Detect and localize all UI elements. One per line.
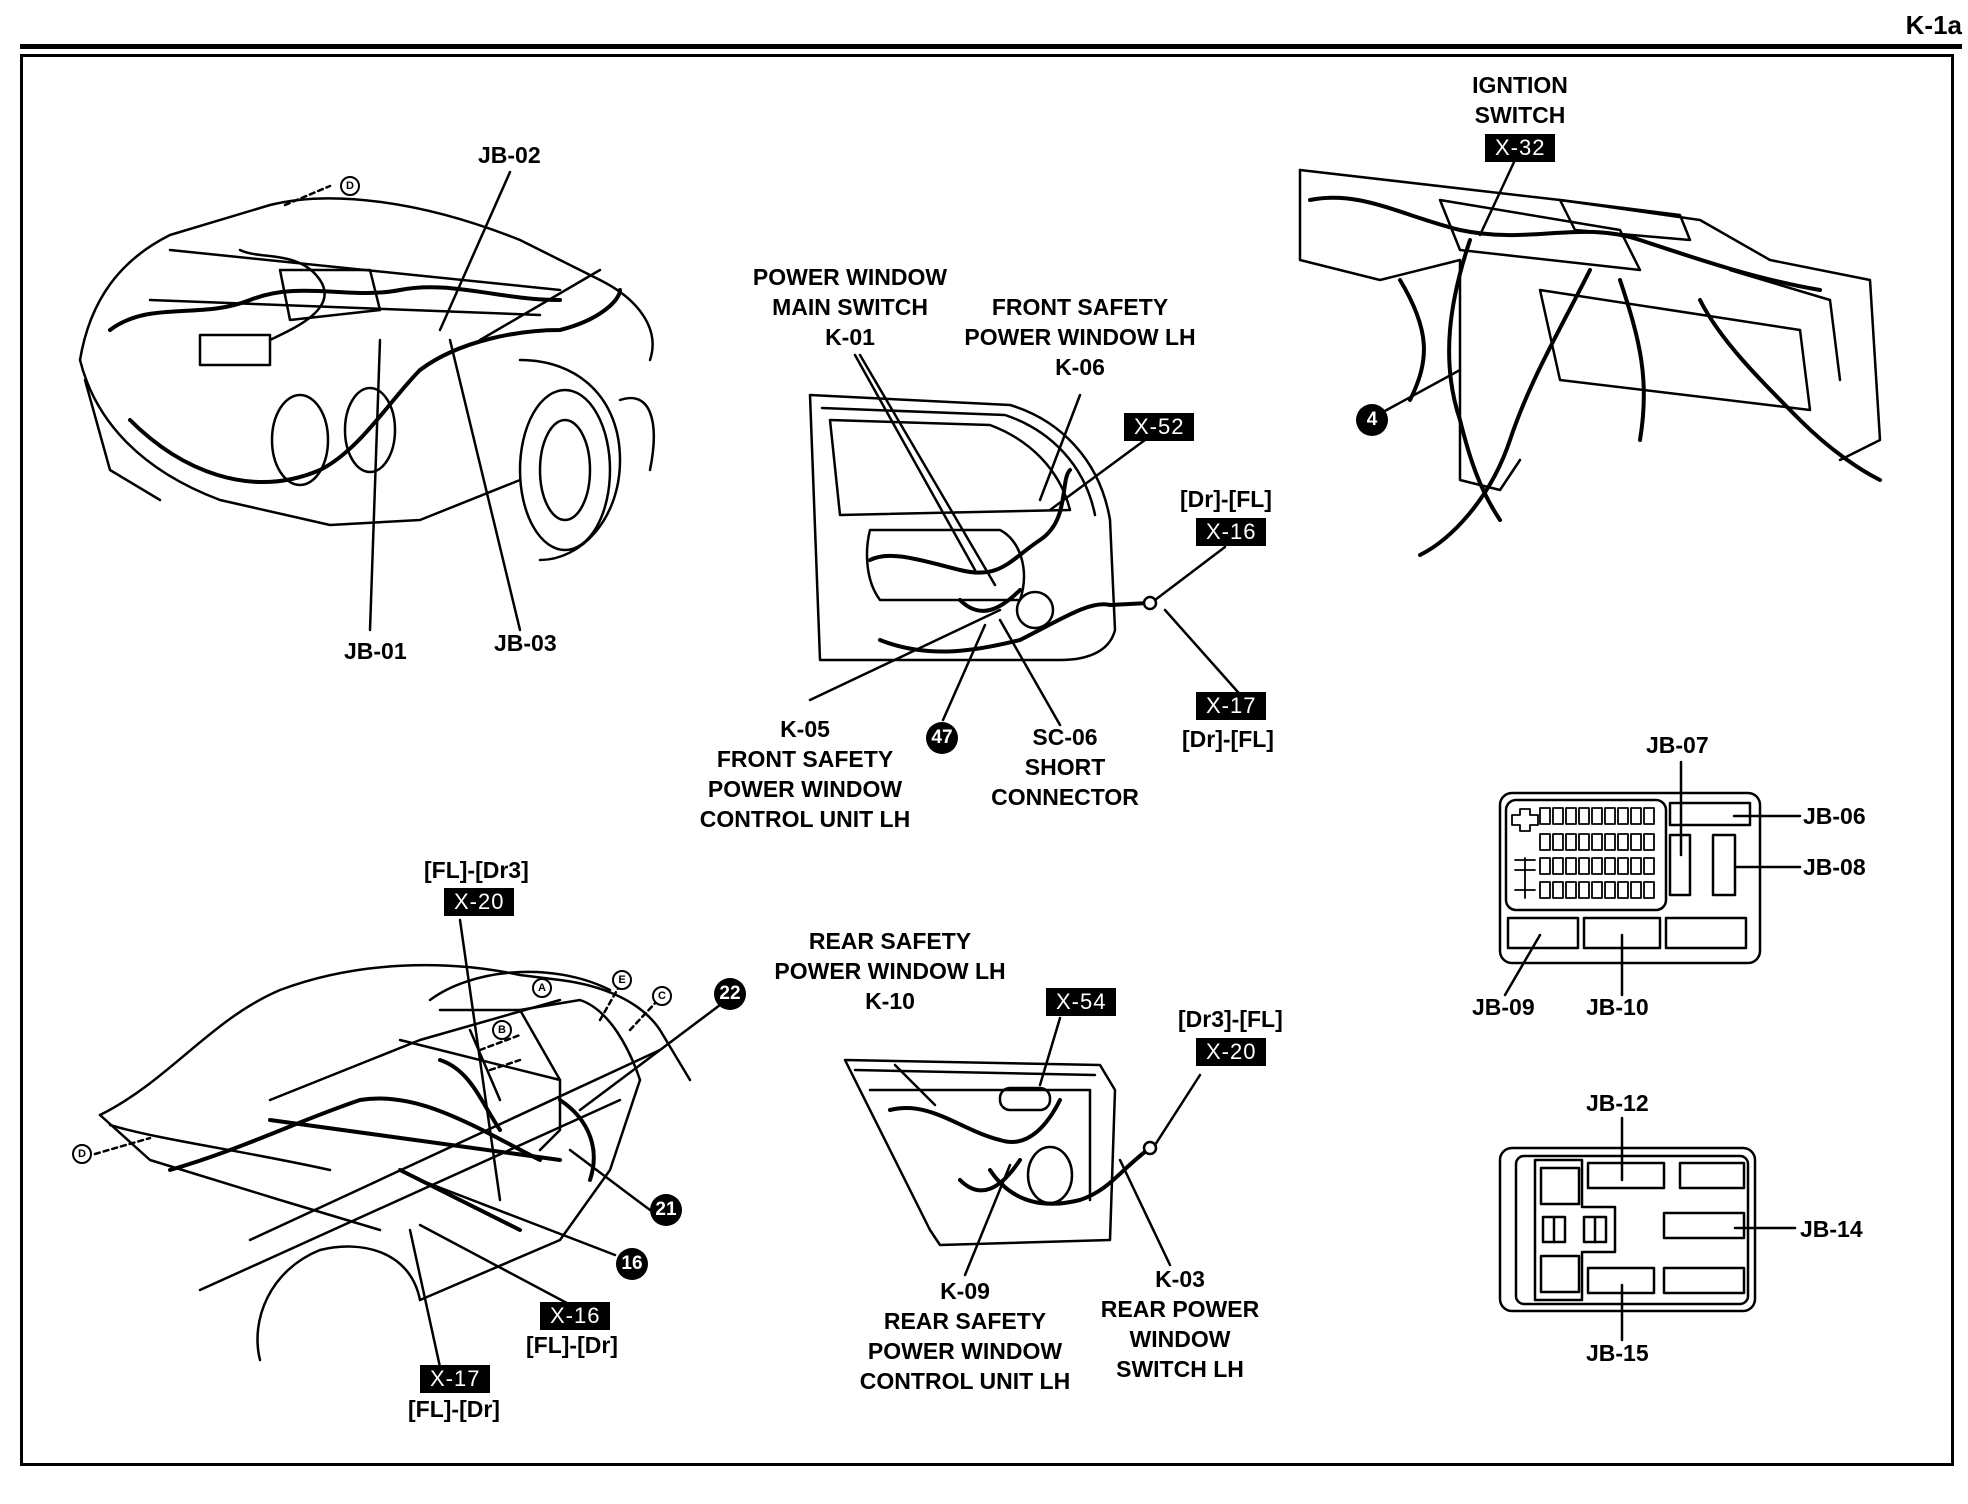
label-x16-pair-front: [Dr]-[FL] — [1180, 486, 1272, 512]
label-short-connector: SC-06 SHORT CONNECTOR — [980, 722, 1150, 812]
badge-22: 22 — [714, 978, 746, 1010]
label-jb-01: JB-01 — [344, 638, 407, 664]
rear-switch-line1: REAR POWER — [1100, 1296, 1260, 1322]
rear-switch-code: K-03 — [1155, 1266, 1205, 1292]
fuse-grid — [1511, 807, 1655, 899]
label-jb-06: JB-06 — [1803, 803, 1866, 829]
main-switch-code: K-01 — [825, 324, 875, 350]
ignition-line1: IGNTION — [1472, 72, 1568, 98]
label-jb-14: JB-14 — [1800, 1216, 1863, 1242]
top-rule — [20, 44, 1962, 49]
dashboard-drawing — [1298, 158, 1882, 557]
rear-safety-code: K-10 — [865, 988, 915, 1014]
front-control-unit-line2: POWER WINDOW — [707, 776, 903, 802]
diagram-frame — [20, 54, 1954, 1466]
connector-x-52: X-52 — [1124, 413, 1195, 441]
ref-d-engine: D — [340, 176, 360, 196]
label-x17-pair-body: [FL]-[Dr] — [408, 1396, 500, 1422]
front-safety-line1: FRONT SAFETY — [991, 294, 1169, 320]
front-control-unit-line3: CONTROL UNIT LH — [699, 806, 911, 832]
ignition-line2: SWITCH — [1474, 102, 1566, 128]
badge-21: 21 — [650, 1194, 682, 1226]
badge-16: 16 — [616, 1248, 648, 1280]
label-jb-08: JB-08 — [1803, 854, 1866, 880]
label-rear-power-window-switch: K-03 REAR POWER WINDOW SWITCH LH — [1090, 1264, 1270, 1384]
ref-b: B — [492, 1020, 512, 1040]
label-rear-control-unit: K-09 REAR SAFETY POWER WINDOW CONTROL UN… — [840, 1276, 1090, 1396]
body-side-drawing — [93, 918, 722, 1369]
label-front-control-unit: K-05 FRONT SAFETY POWER WINDOW CONTROL U… — [680, 714, 930, 834]
short-connector-code: SC-06 — [1032, 724, 1098, 750]
main-switch-line1: POWER WINDOW — [752, 264, 948, 290]
label-jb-07: JB-07 — [1646, 732, 1709, 758]
engine-bay-drawing — [78, 170, 655, 632]
label-x16-pair-body: [FL]-[Dr] — [526, 1332, 618, 1358]
connector-x-20-rear: X-20 — [1196, 1038, 1267, 1066]
connector-x-16-front: X-16 — [1196, 518, 1267, 546]
front-control-unit-line1: FRONT SAFETY — [716, 746, 894, 772]
label-ignition-switch: IGNTION SWITCH — [1440, 70, 1600, 130]
label-jb-15: JB-15 — [1586, 1340, 1649, 1366]
label-front-safety-power-window: FRONT SAFETY POWER WINDOW LH K-06 — [950, 292, 1210, 382]
rear-switch-line3: SWITCH LH — [1116, 1356, 1244, 1382]
connector-x-16-body: X-16 — [540, 1302, 611, 1330]
label-power-window-main-switch: POWER WINDOW MAIN SWITCH K-01 — [740, 262, 960, 352]
connector-x-54: X-54 — [1046, 988, 1117, 1016]
ref-c: C — [652, 986, 672, 1006]
junction-box-1-drawing — [1498, 760, 1802, 997]
rear-safety-line1: REAR SAFETY — [808, 928, 972, 954]
rear-control-unit-line2: POWER WINDOW — [867, 1338, 1063, 1364]
label-x17-pair-front: [Dr]-[FL] — [1182, 726, 1274, 752]
badge-47: 47 — [926, 722, 958, 754]
label-jb-12: JB-12 — [1586, 1090, 1649, 1116]
rear-control-unit-line1: REAR SAFETY — [883, 1308, 1047, 1334]
label-jb-03: JB-03 — [494, 630, 557, 656]
label-x20-pair-body: [FL]-[Dr3] — [424, 857, 529, 883]
ref-d-body: D — [72, 1144, 92, 1164]
main-switch-line2: MAIN SWITCH — [772, 294, 928, 320]
label-jb-02: JB-02 — [478, 142, 541, 168]
connector-x-20-body: X-20 — [444, 888, 515, 916]
front-safety-code: K-06 — [1055, 354, 1105, 380]
badge-4: 4 — [1356, 404, 1388, 436]
connector-x-32: X-32 — [1485, 134, 1556, 162]
rear-door-drawing — [843, 1016, 1202, 1277]
label-jb-10: JB-10 — [1586, 994, 1649, 1020]
rear-control-unit-line3: CONTROL UNIT LH — [859, 1368, 1071, 1394]
short-connector-line1: SHORT — [1024, 754, 1106, 780]
junction-box-2-drawing — [1498, 1116, 1797, 1342]
rear-switch-line2: WINDOW — [1129, 1326, 1231, 1352]
rear-control-unit-code: K-09 — [940, 1278, 990, 1304]
label-x20-pair-rear: [Dr3]-[FL] — [1178, 1006, 1283, 1032]
ref-e: E — [612, 970, 632, 990]
rear-safety-line2: POWER WINDOW LH — [774, 958, 1006, 984]
connector-x-17-body: X-17 — [420, 1365, 491, 1393]
connector-x-17-front: X-17 — [1196, 692, 1267, 720]
short-connector-line2: CONNECTOR — [991, 784, 1139, 810]
front-door-drawing — [808, 353, 1247, 727]
front-control-unit-code: K-05 — [780, 716, 830, 742]
label-jb-09: JB-09 — [1472, 994, 1535, 1020]
page-id: K-1a — [1905, 10, 1962, 40]
front-safety-line2: POWER WINDOW LH — [964, 324, 1196, 350]
ref-a: A — [532, 978, 552, 998]
label-rear-safety-power-window: REAR SAFETY POWER WINDOW LH K-10 — [760, 926, 1020, 1016]
